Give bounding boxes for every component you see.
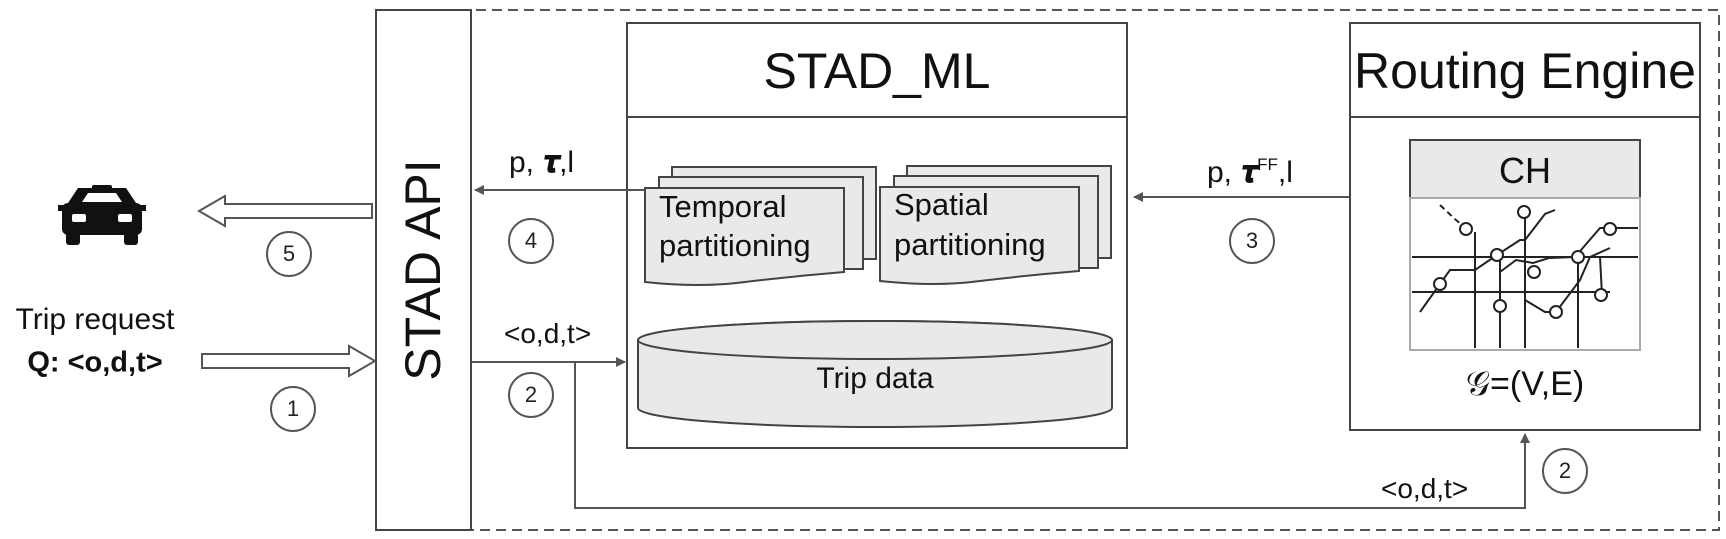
stad-api-label: STAD API xyxy=(395,159,451,381)
response-label: p, 𝝉,l xyxy=(509,148,574,178)
routing-label-p: p, xyxy=(1207,156,1233,189)
taxi-icon xyxy=(58,185,146,245)
step-4-marker: 4 xyxy=(508,218,554,264)
spatial-label-line1: Spatial xyxy=(894,187,989,222)
step-3-marker: 3 xyxy=(1229,218,1275,264)
trip-data-label: Trip data xyxy=(816,362,934,395)
routing-label: p, 𝝉FF,l xyxy=(1207,156,1293,188)
response-to-client-arrow xyxy=(196,194,373,228)
routing-label-sup: FF xyxy=(1257,155,1278,174)
spatial-partitioning-stack xyxy=(879,165,1112,285)
trip-data-cylinder xyxy=(637,320,1113,428)
graph-label: 𝒢=(V,E) xyxy=(1465,365,1585,403)
road-network-icon xyxy=(1409,197,1641,351)
temporal-partitioning-stack xyxy=(644,166,877,286)
ch-box xyxy=(1409,139,1641,199)
query-to-ml-label: <o,d,t> xyxy=(504,318,592,349)
query-to-routing-label: <o,d,t> xyxy=(1381,473,1469,504)
trip-request-query: Q: <o,d,t> xyxy=(27,346,163,379)
step-2-marker-routing: 2 xyxy=(1542,448,1588,494)
response-label-l: ,l xyxy=(559,146,575,179)
stad-ml-title: STAD_ML xyxy=(763,43,991,99)
response-label-tau: 𝝉 xyxy=(542,146,560,179)
step-5-marker: 5 xyxy=(266,231,312,277)
trip-request-arrow xyxy=(201,344,378,378)
temporal-label-line2: partitioning xyxy=(659,228,811,263)
step-2-marker-ml: 2 xyxy=(508,372,554,418)
stad-api-box xyxy=(375,9,472,531)
response-label-p: p, xyxy=(509,146,535,179)
routing-label-tau: 𝝉 xyxy=(1240,156,1258,189)
spatial-label-line2: partitioning xyxy=(894,227,1046,262)
routing-engine-title: Routing Engine xyxy=(1354,43,1696,99)
ch-label: CH xyxy=(1499,150,1551,191)
routing-label-l: ,l xyxy=(1277,156,1293,189)
temporal-label-line1: Temporal xyxy=(659,189,787,224)
query-to-routing-arrow xyxy=(574,362,1530,509)
step-1-marker: 1 xyxy=(270,386,316,432)
trip-request-label: Trip request xyxy=(15,303,175,336)
